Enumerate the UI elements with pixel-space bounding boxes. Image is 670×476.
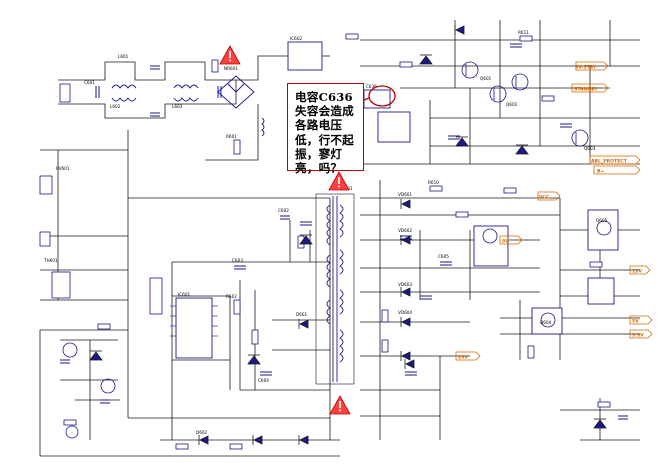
designator: VD601 bbox=[398, 192, 412, 197]
annotation-text: 电容C636失容会造成各路电压低，行不起振，寥灯亮，吗？ bbox=[295, 90, 354, 176]
designator: C636 bbox=[366, 84, 377, 89]
designator: C605 bbox=[438, 254, 449, 259]
v3-tag: 3.3V bbox=[632, 333, 644, 339]
c636-circle bbox=[368, 85, 396, 107]
warning-triangle-icon bbox=[329, 395, 351, 415]
transistors bbox=[62, 61, 612, 439]
c636-highlight bbox=[363, 85, 396, 107]
designator: VD604 bbox=[398, 310, 412, 315]
designator: L603 bbox=[172, 104, 183, 109]
designator: Q601 bbox=[480, 76, 492, 81]
warning-triangles bbox=[219, 45, 351, 415]
v5-tag: 5V bbox=[632, 319, 639, 325]
designator: Q605 bbox=[596, 218, 608, 223]
warning-triangle-icon bbox=[219, 45, 241, 65]
abl-protect-tag: ABL_PROTECT bbox=[591, 159, 628, 165]
b-plus-tag: B+ bbox=[597, 169, 605, 175]
wiring bbox=[39, 20, 640, 457]
designator: L602 bbox=[110, 104, 121, 109]
capacitors bbox=[60, 43, 628, 420]
warning-triangle-icon bbox=[328, 171, 350, 191]
designator: C601 bbox=[84, 80, 95, 85]
inductors bbox=[111, 84, 265, 137]
annotation-callout: 电容C636失容会造成各路电压低，行不起振，寥灯亮，吗？ bbox=[287, 83, 364, 175]
designator: IC601 bbox=[178, 292, 190, 297]
designator: C603 bbox=[232, 258, 243, 263]
designator: VD603 bbox=[398, 282, 412, 287]
designator: NR601 bbox=[224, 66, 238, 71]
designator: C604 bbox=[258, 378, 269, 383]
designator: Q604 bbox=[540, 320, 552, 325]
designator: L601 bbox=[118, 54, 129, 59]
designator: RV601 bbox=[56, 166, 70, 171]
integrated-circuits bbox=[175, 41, 619, 359]
component-designators: L601 C601 RV601 TH601 NR601 IC601 IC602 … bbox=[43, 30, 608, 435]
designator: D601 bbox=[296, 312, 308, 317]
vcc-tag: VCC bbox=[539, 195, 550, 201]
designator: R611 bbox=[518, 30, 529, 35]
v9-tag: 9V bbox=[502, 239, 509, 245]
resistors bbox=[63, 33, 611, 450]
designator: VD602 bbox=[398, 228, 412, 233]
rail-tag-labels: 5V-STBY STANDBY ABL_PROTECT B+ VCC 9V 12… bbox=[458, 65, 644, 361]
connectors-left bbox=[39, 59, 219, 315]
designator: Q603 bbox=[584, 146, 596, 151]
designator: R601 bbox=[226, 134, 237, 139]
standby-tag: 5V-STBY bbox=[575, 65, 597, 71]
standby-rail: STANDBY bbox=[574, 87, 599, 93]
designator: Q602 bbox=[506, 102, 518, 107]
designator: C602 bbox=[278, 208, 289, 213]
v24-tag: 24V bbox=[458, 355, 468, 361]
transformer-t601 bbox=[315, 193, 355, 385]
rail-tags bbox=[455, 61, 653, 361]
bridge-rectifier bbox=[217, 75, 255, 109]
designator: IC602 bbox=[290, 36, 302, 41]
ic-pins bbox=[170, 305, 218, 337]
designator: D602 bbox=[196, 430, 208, 435]
designator: R602 bbox=[226, 294, 237, 299]
v12-tag: 12V bbox=[632, 269, 642, 275]
designator: R610 bbox=[428, 180, 439, 185]
diodes bbox=[89, 25, 607, 445]
designator: TH601 bbox=[43, 258, 58, 263]
